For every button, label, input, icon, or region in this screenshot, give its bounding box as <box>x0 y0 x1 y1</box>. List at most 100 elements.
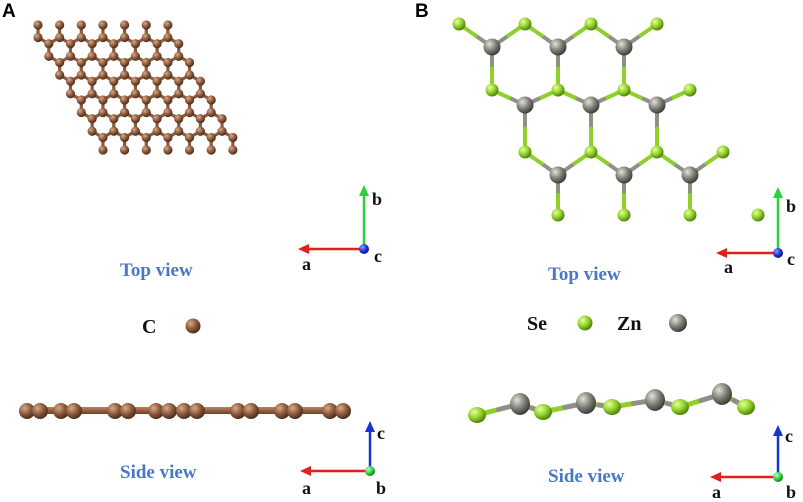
carbon-atom <box>53 403 69 419</box>
carbon-atom <box>55 70 65 80</box>
carbon-atom <box>19 403 35 419</box>
carbon-atom <box>163 145 173 155</box>
carbon-atom <box>109 114 119 124</box>
carbon-atom <box>163 95 173 105</box>
selenium-atom <box>534 404 552 420</box>
carbon-atom <box>33 32 43 43</box>
carbon-atom <box>174 76 184 86</box>
carbon-atom <box>174 39 184 49</box>
carbon-atom <box>184 70 195 80</box>
carbon-atom <box>130 126 141 136</box>
carbon-atom <box>65 51 76 61</box>
carbon-atom <box>184 57 195 68</box>
carbon-atom <box>335 403 351 419</box>
znse-bonds <box>457 22 725 217</box>
zinc-atom <box>615 166 633 184</box>
carbon-atom <box>163 70 173 80</box>
carbon-atom <box>206 145 216 155</box>
carbon-atom <box>130 39 141 49</box>
carbon-atom <box>109 76 119 86</box>
carbon-atom <box>152 39 162 49</box>
panel-b-side-view-label: Side view <box>548 466 625 487</box>
carbon-atom <box>141 107 151 118</box>
carbon-atom <box>120 70 130 80</box>
axis-label-a: a <box>302 478 311 498</box>
carbon-atom <box>98 145 108 155</box>
carbon-atom <box>141 145 151 155</box>
carbon-atom <box>217 126 227 136</box>
carbon-atom <box>184 95 195 105</box>
carbon-atom <box>109 89 119 99</box>
axis-label-c: c <box>787 249 795 269</box>
carbon-atom <box>76 95 86 105</box>
zinc-atom <box>549 166 567 184</box>
carbon-atom <box>184 145 195 155</box>
legend-selenium-swatch <box>577 315 593 331</box>
zinc-atom <box>510 393 530 415</box>
carbon-atom <box>120 132 130 143</box>
selenium-atom <box>671 399 689 415</box>
axis-origin-b <box>773 472 783 482</box>
carbon-atom <box>55 20 65 30</box>
carbon-atom <box>130 89 141 99</box>
carbon-atom <box>274 403 290 419</box>
carbon-atom <box>174 51 184 61</box>
carbon-atom <box>163 20 173 30</box>
carbon-atom <box>76 20 86 30</box>
carbon-atom <box>109 126 119 136</box>
znse-top-view <box>452 17 765 222</box>
carbon-atom <box>32 403 48 419</box>
carbon-atom <box>152 76 162 86</box>
carbon-atom <box>98 57 108 68</box>
carbon-atom <box>65 89 76 99</box>
panel-b-letter: B <box>415 1 429 22</box>
carbon-atom <box>141 20 151 30</box>
carbon-atom <box>87 39 97 49</box>
zinc-atom <box>712 383 732 405</box>
carbon-atom <box>65 76 76 86</box>
carbon-atom <box>230 403 246 419</box>
carbon-atom <box>189 403 205 419</box>
carbon-atom <box>228 145 238 155</box>
selenium-atom <box>751 208 765 222</box>
legend-zinc-swatch <box>669 314 687 332</box>
carbon-atom <box>141 70 151 80</box>
carbon-atom <box>217 114 227 124</box>
axis-label-a: a <box>712 482 721 502</box>
zinc-atom <box>483 38 501 56</box>
legend-carbon-label: C <box>142 316 156 338</box>
carbon-atom <box>120 403 136 419</box>
carbon-atom <box>65 39 76 49</box>
legend-selenium-label: Se <box>527 313 547 335</box>
axis-label-b: b <box>786 482 796 502</box>
carbon-atom <box>152 126 162 136</box>
selenium-atom <box>650 145 664 159</box>
axis-c-arrowhead <box>365 421 375 432</box>
znse-side-atoms <box>468 383 755 423</box>
carbon-atom <box>163 132 173 143</box>
axis-a-arrowhead <box>716 248 727 258</box>
carbon-atom <box>33 20 43 30</box>
carbon-atom <box>66 403 82 419</box>
panel-b-side-axes: c a b <box>710 425 796 502</box>
carbon-atom <box>174 89 184 99</box>
carbon-atom <box>130 114 141 124</box>
carbon-atom <box>141 32 151 43</box>
carbon-atom <box>76 107 86 118</box>
carbon-atom <box>148 403 164 419</box>
carbon-atom <box>76 57 86 68</box>
selenium-atom <box>452 17 466 31</box>
carbon-atom <box>152 89 162 99</box>
graphene-atoms <box>33 20 238 155</box>
axis-label-a: a <box>724 257 733 277</box>
carbon-atom <box>184 132 195 143</box>
carbon-atom <box>163 32 173 43</box>
carbon-atom <box>130 51 141 61</box>
carbon-atom <box>176 403 192 419</box>
axis-label-b: b <box>786 196 796 216</box>
axis-label-c: c <box>377 423 385 443</box>
panel-a-top-axes: b a c <box>298 185 382 274</box>
zinc-atom <box>648 96 666 114</box>
carbon-atom <box>195 126 205 136</box>
selenium-atom <box>617 208 631 222</box>
